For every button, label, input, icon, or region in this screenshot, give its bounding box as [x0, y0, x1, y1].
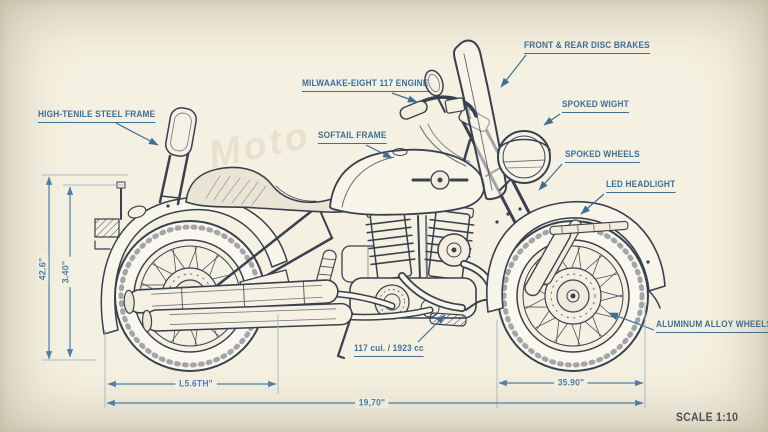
callout-spoked-wheels: SPOKED WHEELS: [565, 149, 640, 163]
front-wheel: [497, 220, 649, 372]
dim-label-overall-length: 19,70": [355, 397, 389, 409]
callout-leader-lines: [115, 54, 655, 343]
dim-label-overall-height: 42.6": [37, 253, 49, 285]
handlebar: [399, 69, 478, 167]
scale-note: SCALE 1:10: [676, 412, 739, 424]
fender-trim: [549, 220, 629, 235]
mirror: [424, 69, 444, 97]
callout-displacement: 117 cui. / 1923 cc: [354, 343, 424, 357]
callout-aluminum-alloy-wheels: ALUMINUM ALLOY WHEELS: [656, 319, 768, 333]
callout-steel-frame: HIGH-TENILE STEEL FRAME: [38, 109, 156, 123]
callout-softail-frame: SOFTAIL FRAME: [318, 130, 387, 144]
dim-label-secondary-height: 3.40": [60, 256, 72, 288]
windshield: [453, 39, 508, 201]
grip: [399, 100, 428, 120]
dim-label-rear-length: L5.6TH": [175, 378, 217, 390]
callout-spoked-wight: SPOKED WIGHT: [562, 99, 629, 113]
watermark-text: Moto: [205, 114, 314, 176]
extension-lines: [42, 174, 646, 408]
brake-pedal: [465, 299, 487, 311]
callout-front-rear-disc-brakes: FRONT & REAR DISC BRAKES: [524, 40, 650, 54]
fuel-tank: [329, 148, 485, 216]
dim-label-front-length: 35.90": [554, 377, 588, 389]
callout-engine: MILWAAKE-EIGHT 117 ENGINE: [302, 78, 429, 92]
headlight: [497, 130, 551, 191]
rear-marker-light: [127, 205, 147, 219]
kickstand: [336, 318, 352, 360]
sissy-bar: [158, 107, 197, 206]
callout-led-headlight: LED HEADLIGHT: [606, 179, 676, 193]
front-fender: [486, 201, 666, 313]
